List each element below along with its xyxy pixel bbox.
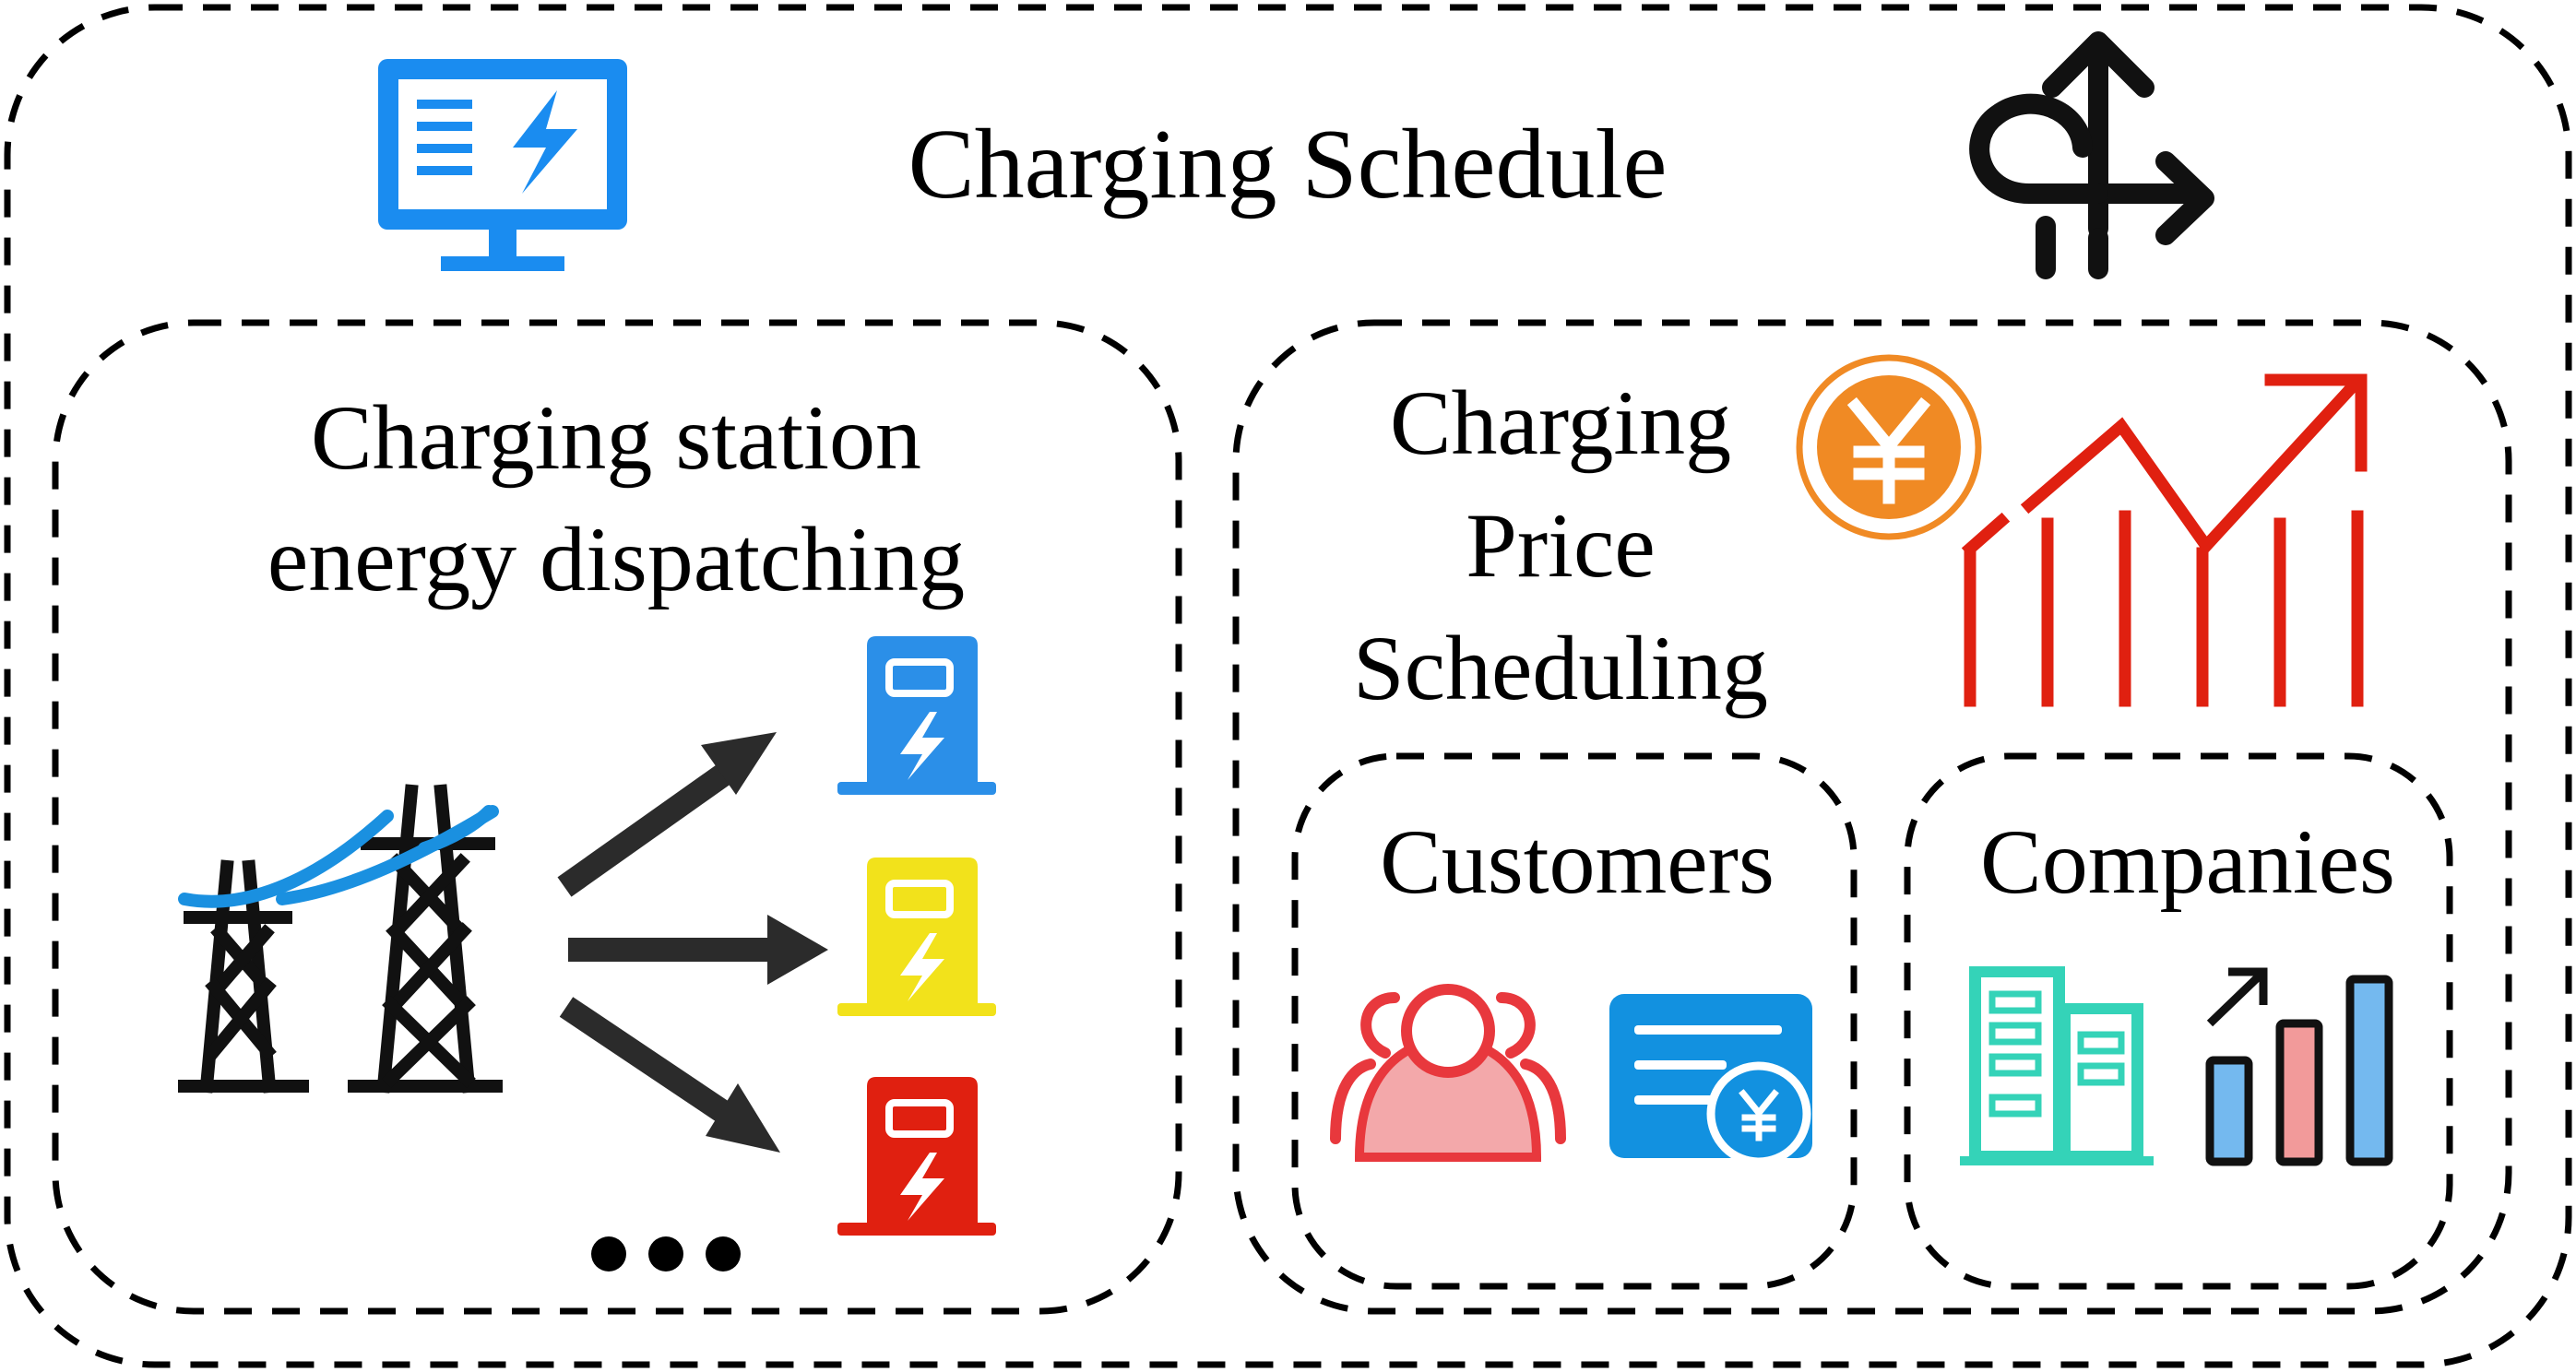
price-title-line2: Price <box>1466 494 1655 597</box>
customers-panel <box>1291 752 1858 1290</box>
dispatch-title-line2: energy dispatching <box>267 508 965 610</box>
outer-container <box>4 4 2572 1368</box>
dispatch-title-line1: Charging station <box>311 386 921 489</box>
yen-coin-icon <box>1796 354 1982 540</box>
dispatch-panel <box>52 319 1182 1315</box>
monitor-lightning-icon <box>378 59 627 271</box>
arrow-up-right <box>557 732 777 897</box>
trend-up-chart-icon <box>1961 373 2368 707</box>
power-tower-icon <box>178 784 503 1094</box>
customer-group-icon <box>1330 984 1566 1162</box>
price-title-line1: Charging <box>1390 372 1731 474</box>
price-title-line3: Scheduling <box>1353 617 1768 719</box>
charger-red-icon <box>837 1077 996 1236</box>
price-panel <box>1232 319 2512 1315</box>
payment-card-icon <box>1609 994 1812 1166</box>
charger-blue-icon <box>837 636 996 795</box>
dispatch-arrows <box>557 732 828 1153</box>
customers-label: Customers <box>1380 810 1775 913</box>
power-line-icon <box>178 805 499 908</box>
arrow-right <box>568 915 828 985</box>
main-title: Charging Schedule <box>908 110 1668 219</box>
company-buildings-icon <box>1960 966 2154 1165</box>
charger-yellow-icon <box>837 858 996 1016</box>
arrow-down-right <box>559 997 780 1153</box>
companies-panel <box>1904 752 2453 1290</box>
companies-label: Companies <box>1980 810 2395 913</box>
ellipsis-dots <box>591 1236 741 1271</box>
company-growth-bars-icon <box>2205 967 2393 1166</box>
route-arrows-icon <box>1969 31 2214 279</box>
